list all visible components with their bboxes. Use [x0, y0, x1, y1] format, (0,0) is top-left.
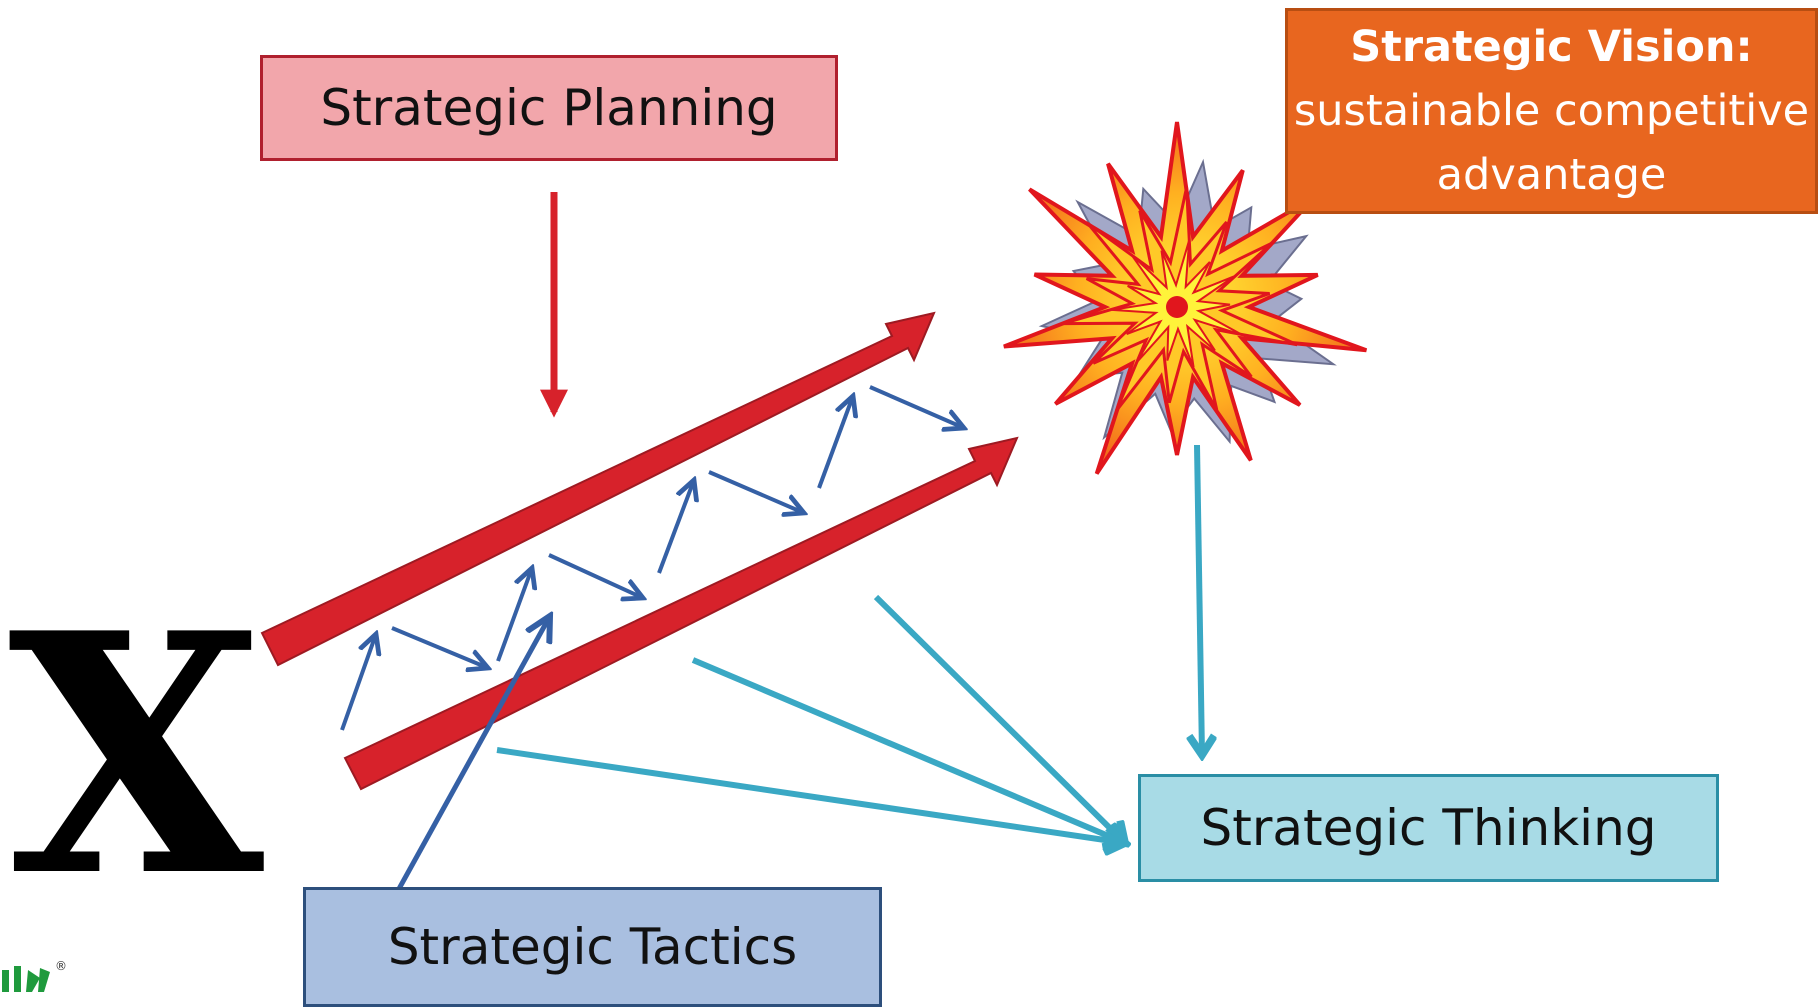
explosion-burst-icon: [1003, 121, 1368, 475]
strategic-vision-title: Strategic Vision:: [1350, 22, 1753, 72]
strategic-vision-box: Strategic Vision: sustainable competitiv…: [1285, 8, 1818, 214]
strategic-tactics-label: Strategic Tactics: [387, 918, 798, 976]
strategic-vision-line2: advantage: [1436, 150, 1667, 200]
tactics-zigzag-arrows: [340, 385, 964, 731]
strategic-thinking-box: Strategic Thinking: [1138, 774, 1719, 882]
planning-channel-upper-arrow: [260, 311, 936, 667]
cancel-x-symbol: X: [8, 561, 265, 949]
strategic-planning-box: Strategic Planning: [260, 55, 838, 161]
planning-channel-lower-arrow: [343, 436, 1019, 791]
tactics-arrow: [392, 616, 550, 898]
strategic-tactics-box: Strategic Tactics: [303, 887, 882, 1007]
thinking-arrows: [496, 444, 1202, 843]
company-logo-icon: ®: [2, 959, 67, 992]
strategic-thinking-label: Strategic Thinking: [1200, 799, 1657, 857]
strategic-vision-line1: sustainable competitive: [1293, 86, 1810, 136]
strategic-planning-label: Strategic Planning: [320, 79, 778, 137]
svg-text:®: ®: [55, 959, 67, 973]
